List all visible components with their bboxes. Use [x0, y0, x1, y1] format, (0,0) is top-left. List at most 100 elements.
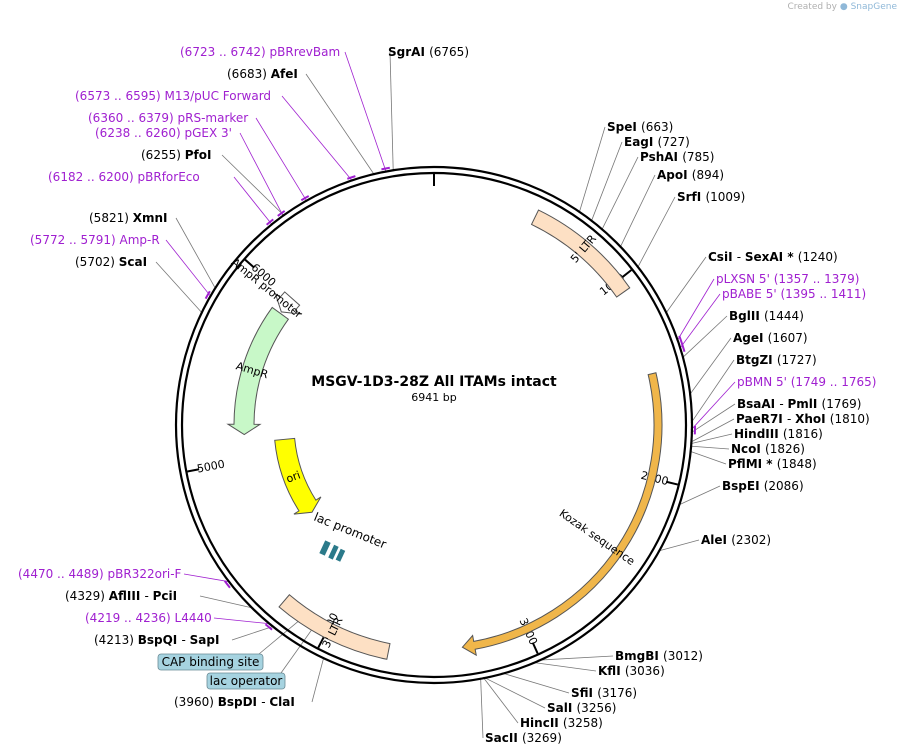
- leader-line: [501, 672, 570, 694]
- leader-line: [619, 174, 656, 248]
- leader-line: [657, 539, 700, 552]
- lac-operator-block: [328, 544, 339, 560]
- site-label: PaeR7I - XhoI (1810): [736, 412, 870, 426]
- site-label: (4470 .. 4489) pBR322ori-F: [18, 567, 182, 581]
- leader-line: [165, 239, 212, 298]
- site-position: (1607): [768, 331, 808, 345]
- enzyme-name: BmgBI: [615, 649, 663, 663]
- site-label: (6573 .. 6595) M13/pUC Forward: [75, 89, 271, 103]
- site-label: PshAI (785): [640, 150, 714, 164]
- snapgene-logo-icon: ●: [839, 2, 848, 12]
- leader-line: [305, 73, 375, 176]
- leader-line: [155, 261, 203, 314]
- enzyme-name: KflI: [598, 664, 625, 678]
- enzyme-name: PflMI *: [728, 457, 777, 471]
- site-label: SalI (3256): [547, 701, 616, 715]
- leader-line: [689, 450, 727, 465]
- site-label: BspEI (2086): [722, 479, 804, 493]
- primer-text: pRS-marker: [178, 111, 249, 125]
- enzyme-name: ScaI: [119, 255, 147, 269]
- site-label: EagI (727): [624, 135, 690, 149]
- site-position: -: [787, 412, 795, 426]
- feature-3-ltr: [278, 594, 391, 660]
- primer-text: (1749 .. 1765): [791, 375, 877, 389]
- site-label: pBABE 5' (1395 .. 1411): [722, 287, 866, 301]
- site-label: HindIII (1816): [734, 427, 823, 441]
- site-position: (1826): [765, 442, 805, 456]
- site-label: SpeI (663): [607, 120, 673, 134]
- enzyme-name: PshAI: [640, 150, 682, 164]
- site-position: (727): [658, 135, 690, 149]
- leader-line: [231, 625, 275, 641]
- site-label: (3960) BspDI - ClaI: [174, 695, 295, 709]
- enzyme-name: PfoI: [185, 148, 212, 162]
- primer-site-marker: [204, 290, 211, 300]
- tick-mark: [621, 269, 633, 279]
- site-label: SacII (3269): [485, 731, 562, 745]
- site-label: BtgZI (1727): [736, 353, 817, 367]
- plasmid-length: 6941 bp: [411, 391, 456, 404]
- primer-text: (6360 .. 6379): [88, 111, 178, 125]
- enzyme-name: AflIII: [109, 589, 145, 603]
- leader-line: [483, 676, 546, 709]
- primer-site-marker: [681, 343, 686, 353]
- primer-site-marker: [346, 175, 356, 180]
- enzyme-name: SexAI *: [745, 250, 798, 264]
- credit-text: Created by: [787, 2, 837, 12]
- leader-line: [690, 403, 736, 434]
- leader-line: [537, 655, 614, 661]
- enzyme-name: AfeI: [271, 67, 298, 81]
- primer-text: (6182 .. 6200): [48, 170, 138, 184]
- leader-line: [480, 677, 484, 739]
- site-position: (1810): [830, 412, 870, 426]
- site-label: (6182 .. 6200) pBRforEco: [48, 170, 200, 184]
- site-label: AleI (2302): [701, 533, 771, 547]
- primer-text: Amp-R: [120, 233, 160, 247]
- tick-mark: [317, 636, 325, 649]
- site-position: (3269): [522, 731, 562, 745]
- primer-text: pBRforEco: [138, 170, 200, 184]
- enzyme-name: SalI: [547, 701, 577, 715]
- feature-ori: [274, 437, 322, 515]
- boxed-feature-text: CAP binding site: [162, 655, 260, 669]
- primer-markers: [204, 166, 696, 631]
- site-position: (1848): [777, 457, 817, 471]
- site-position: (2086): [764, 479, 804, 493]
- primer-site-marker: [678, 335, 684, 345]
- enzyme-name: BsaAI: [737, 397, 779, 411]
- enzyme-name: SacII: [485, 731, 522, 745]
- leader-line: [637, 196, 676, 269]
- primer-text: pGEX 3': [185, 126, 232, 140]
- primer-text: (1357 .. 1379): [774, 272, 860, 286]
- leader-line: [690, 445, 730, 450]
- primer-text: (6573 .. 6595): [75, 89, 165, 103]
- site-label: (4329) AflIII - PciI: [65, 589, 177, 603]
- site-position: (5821): [89, 211, 133, 225]
- leader-line: [578, 126, 606, 214]
- site-label: AgeI (1607): [733, 331, 808, 345]
- site-position: (3258): [563, 716, 603, 730]
- site-position: (3960): [174, 695, 218, 709]
- enzyme-name: AgeI: [733, 331, 768, 345]
- enzyme-name: AleI: [701, 533, 731, 547]
- site-position: (4329): [65, 589, 109, 603]
- plasmid-name: MSGV-1D3-28Z All ITAMs intact: [311, 374, 557, 390]
- enzyme-name: SapI: [190, 633, 220, 647]
- primer-site-marker: [300, 195, 310, 202]
- enzyme-name: BspQI: [138, 633, 182, 647]
- leader-line: [183, 573, 231, 583]
- site-label: (6683) AfeI: [227, 67, 298, 81]
- primer-text: pLXSN 5': [716, 272, 774, 286]
- site-position: -: [261, 695, 269, 709]
- site-label: KflI (3036): [598, 664, 665, 678]
- primer-text: (4470 .. 4489): [18, 567, 108, 581]
- leader-line: [344, 51, 387, 173]
- site-position: (1769): [822, 397, 862, 411]
- site-label: (5702) ScaI: [75, 255, 147, 269]
- leader-line: [677, 485, 721, 506]
- site-position: (894): [692, 168, 724, 182]
- cap-site-block: [319, 540, 331, 556]
- site-label: (6238 .. 6260) pGEX 3': [95, 126, 232, 140]
